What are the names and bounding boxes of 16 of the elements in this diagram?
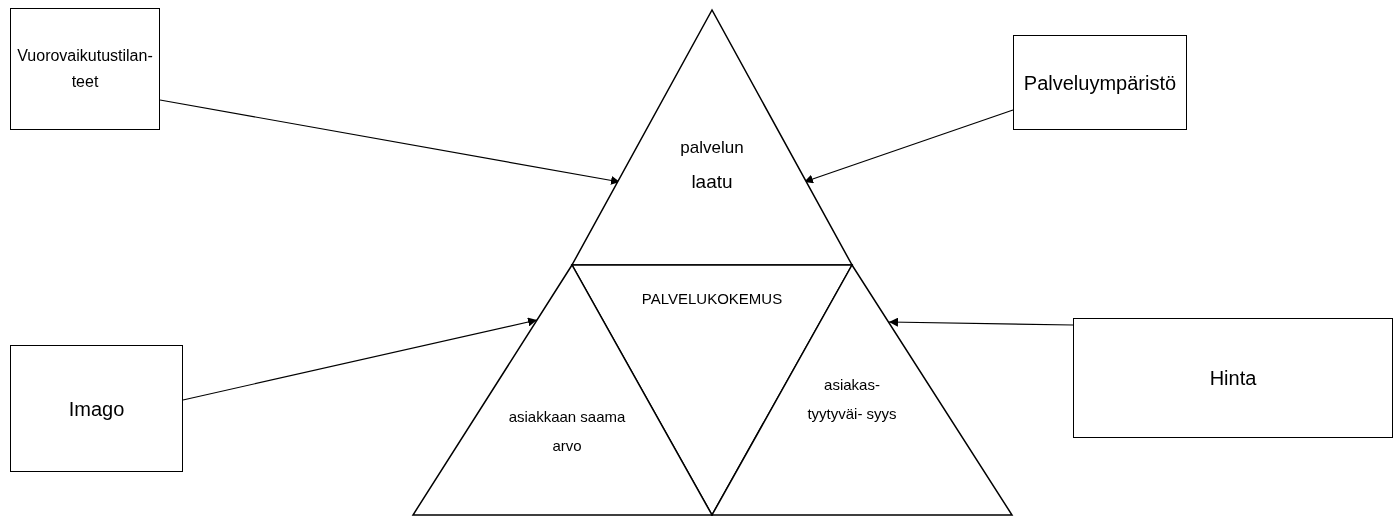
box-label: Hinta (1209, 366, 1257, 391)
text-box (1013, 35, 1187, 130)
triangle-segment (572, 10, 852, 265)
segment-label: asiakas- tyytyväi- syys (807, 375, 897, 424)
arrow (182, 317, 538, 401)
segment-label: laatu (690, 170, 734, 195)
segment-label: PALVELUKOKEMUS (640, 289, 784, 309)
text-box (1073, 318, 1393, 438)
arrow (888, 317, 1074, 327)
box-label: Imago (68, 396, 125, 422)
box-label: Vuorovaikutustilan- teet (16, 46, 154, 92)
segment-label: asiakkaan saama arvo (507, 407, 627, 456)
box-label: Palveluympäristö (1023, 70, 1177, 96)
text-box (10, 345, 183, 472)
segment-label: palvelun (679, 137, 745, 159)
text-box (10, 8, 160, 130)
